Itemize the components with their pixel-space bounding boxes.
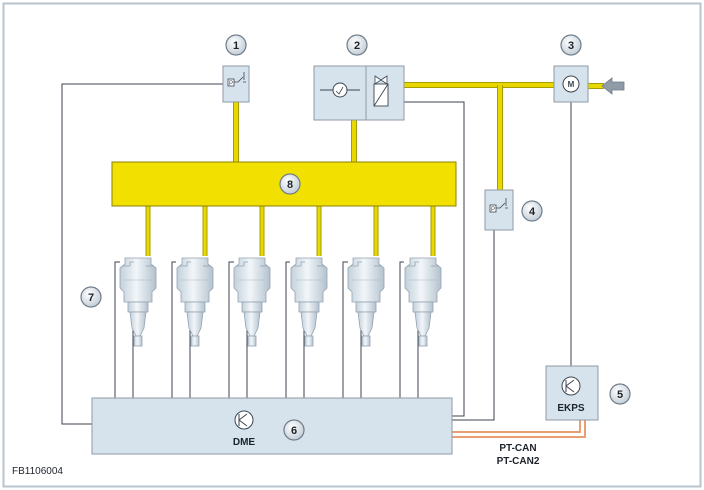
electric-fuel-pump-3: M bbox=[553, 65, 589, 103]
bus-label-pt-can: PT-CAN bbox=[499, 443, 536, 454]
callout-number: 7 bbox=[88, 292, 94, 304]
dme-label: DME bbox=[233, 437, 256, 448]
transistor-icon bbox=[561, 376, 581, 396]
callout-number: 6 bbox=[291, 425, 297, 437]
injector-bank bbox=[114, 257, 442, 347]
callout-4: 4 bbox=[521, 200, 543, 222]
callout-number: 1 bbox=[233, 40, 239, 52]
callout-1: 1 bbox=[225, 34, 247, 56]
callout-7: 7 bbox=[80, 286, 102, 308]
callout-number: 2 bbox=[354, 40, 360, 52]
svg-text:M: M bbox=[568, 80, 575, 89]
callout-3: 3 bbox=[560, 34, 582, 56]
ekps-label: EKPS bbox=[557, 403, 585, 414]
pressure-switch-4: P bbox=[484, 189, 514, 231]
callout-2: 2 bbox=[346, 34, 368, 56]
transistor-icon bbox=[234, 410, 254, 430]
callout-5: 5 bbox=[609, 383, 631, 405]
can-bus-lines bbox=[452, 420, 586, 438]
pressure-switch-1: P bbox=[222, 65, 250, 103]
callout-number: 5 bbox=[617, 389, 623, 401]
switch-letter-4: P bbox=[491, 207, 495, 213]
callout-6: 6 bbox=[283, 419, 305, 441]
switch-letter-1: P bbox=[229, 81, 233, 87]
figure-code: FB1106004 bbox=[12, 466, 63, 477]
callout-number: 3 bbox=[568, 40, 574, 52]
callout-8: 8 bbox=[279, 173, 301, 195]
valve-symbol-icon bbox=[373, 75, 389, 107]
ekps-control-unit: EKPS bbox=[545, 365, 599, 421]
dme-control-unit: DME bbox=[91, 397, 453, 455]
callout-number: 8 bbox=[287, 179, 293, 191]
pump-symbol-icon bbox=[320, 82, 360, 98]
injector-left-frame bbox=[114, 261, 404, 266]
fuel-inlet-arrow-icon bbox=[601, 77, 625, 95]
bus-label-pt-can2: PT-CAN2 bbox=[497, 456, 540, 467]
fuel-lines bbox=[145, 82, 604, 256]
pump-valve-assembly-2 bbox=[313, 65, 405, 121]
callout-number: 4 bbox=[529, 206, 536, 218]
